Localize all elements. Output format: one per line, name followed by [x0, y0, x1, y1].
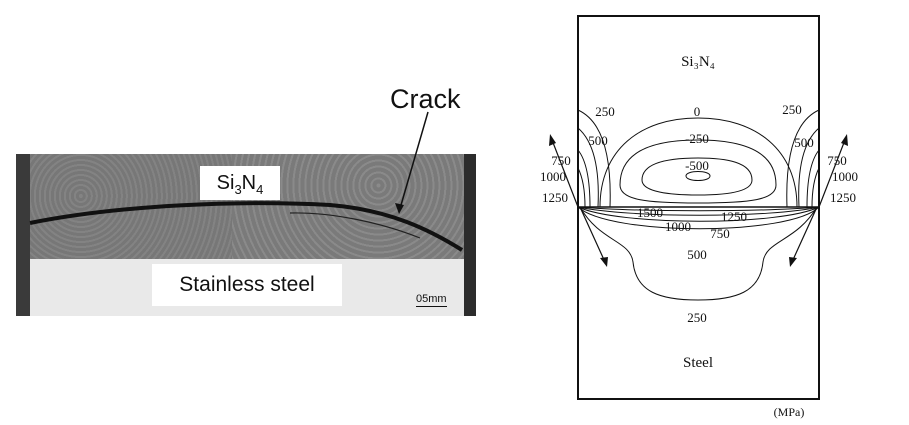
label-250: 250	[687, 310, 707, 325]
label-750: 750	[710, 226, 730, 241]
unit-label: (MPa)	[774, 405, 805, 419]
photo-right-edge	[464, 154, 476, 316]
contour-500	[579, 206, 818, 301]
label-minus500: -500	[685, 158, 709, 173]
contour-minus250	[619, 139, 777, 204]
crack-arrowhead	[395, 203, 404, 214]
label-right-500: 500	[794, 135, 814, 150]
contour-1000	[577, 206, 820, 222]
label-right-750: 750	[827, 153, 847, 168]
crack-branch	[289, 212, 421, 239]
contour-left-500	[577, 127, 599, 208]
contour-750	[577, 206, 820, 230]
contour-inner	[685, 171, 711, 181]
left-down-arrow	[579, 206, 606, 263]
crack-line	[29, 201, 464, 252]
contour-1250	[577, 206, 820, 216]
contour-right-250	[786, 109, 820, 208]
contour-1500	[577, 206, 820, 212]
label-1000: 1000	[665, 219, 691, 234]
right-up-arrow	[818, 139, 846, 208]
crack-pointer-arrow	[398, 111, 429, 213]
right-down-arrowhead	[789, 257, 797, 267]
label-1500: 1500	[637, 205, 663, 220]
left-down-arrowhead	[600, 257, 608, 267]
left-up-arrowhead	[549, 134, 556, 146]
contour-minus500	[641, 157, 753, 196]
label-zero: 0	[694, 104, 701, 119]
top-material-label: Si₃N₄	[681, 54, 715, 70]
label-right-250: 250	[782, 102, 802, 117]
contour-left-1000	[577, 167, 586, 208]
right-up-arrowhead	[841, 134, 848, 146]
contour-left-250	[577, 109, 611, 208]
label-left-1000: 1000	[540, 169, 566, 184]
stainless-steel-label: Stainless steel	[152, 264, 342, 306]
left-up-arrow	[551, 139, 579, 208]
label-minus250: -250	[685, 131, 709, 146]
label-1250: 1250	[721, 209, 747, 224]
label-left-750: 750	[551, 153, 571, 168]
label-500: 500	[687, 247, 707, 262]
contour-left-750	[577, 149, 591, 208]
contour-right-750	[806, 149, 820, 208]
label-right-1250: 1250	[830, 190, 856, 205]
label-left-500: 500	[588, 133, 608, 148]
bottom-material-label: Steel	[683, 355, 713, 371]
contour-right-500	[798, 127, 820, 208]
label-right-1000: 1000	[832, 169, 858, 184]
label-left-1250: 1250	[542, 190, 568, 205]
si3n4-photo-label: Si3N4	[200, 166, 280, 200]
scale-bar-label: 05mm	[416, 293, 447, 307]
crack-label: Crack	[390, 84, 461, 114]
contour-right-1000	[811, 167, 820, 208]
photo-left-edge	[16, 154, 30, 316]
label-left-250: 250	[595, 104, 615, 119]
right-down-arrow	[791, 206, 818, 263]
contour-0	[599, 117, 798, 208]
